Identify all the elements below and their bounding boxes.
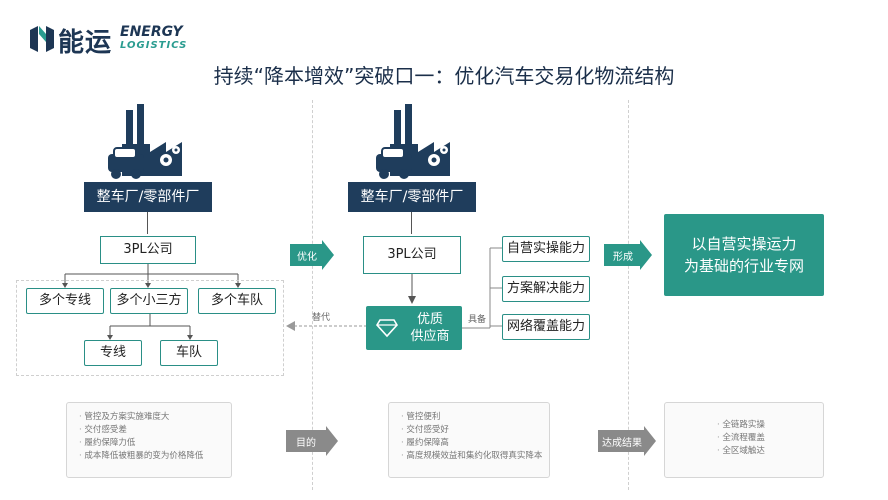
capability-item: 方案解决能力 bbox=[502, 276, 590, 302]
summary-item: 全链路实操 bbox=[717, 419, 823, 432]
connector-line bbox=[147, 212, 148, 234]
factory-icon bbox=[108, 104, 182, 179]
tier1-item: 多个车队 bbox=[198, 288, 276, 314]
logo-text-en: ENERGY LOGISTICS bbox=[120, 24, 188, 52]
summary-item: 交付感受好 bbox=[401, 424, 549, 437]
summary-item: 成本降低被粗暴的变为价格降低 bbox=[79, 450, 231, 463]
right-summary: 全链路实操 全流程覆盖 全区域触达 bbox=[664, 402, 824, 478]
mid-summary: 管控便利 交付感受好 履约保障高 高度规模效益和集约化取得真实降本 bbox=[388, 402, 550, 478]
tier1-item: 多个专线 bbox=[26, 288, 104, 314]
summary-item: 全区域触达 bbox=[717, 445, 823, 458]
result-arrow: 达成结果 bbox=[598, 426, 656, 456]
summary-item: 高度规模效益和集约化取得真实降本 bbox=[401, 450, 549, 463]
summary-item: 全流程覆盖 bbox=[717, 432, 823, 445]
logo-icon bbox=[30, 26, 54, 52]
logo-en-line2: LOGISTICS bbox=[120, 40, 188, 51]
mid-factory-label: 整车厂/零部件厂 bbox=[348, 182, 476, 212]
capability-item: 自营实操能力 bbox=[502, 236, 590, 262]
down-arrow bbox=[408, 274, 416, 304]
tier1-item: 多个小三方 bbox=[110, 288, 188, 314]
goal-arrow: 目的 bbox=[286, 426, 338, 456]
summary-item: 履约保障力低 bbox=[79, 437, 231, 450]
page-title: 持续“降本增效”突破口一：优化汽车交易化物流结构 bbox=[213, 64, 675, 88]
tier2-connectors bbox=[107, 314, 193, 340]
logo-text-cn: 能运 bbox=[58, 28, 113, 58]
form-arrow: 形成 bbox=[604, 240, 652, 270]
form-label: 形成 bbox=[613, 252, 633, 263]
has-label: 具备 bbox=[468, 315, 487, 325]
tier2-item: 专线 bbox=[84, 340, 142, 366]
result-line2: 为基础的行业专网 bbox=[683, 257, 804, 275]
replace-arrow bbox=[286, 321, 366, 331]
left-tree-connectors bbox=[62, 264, 241, 288]
tier2-item: 车队 bbox=[160, 340, 218, 366]
summary-item: 管控便利 bbox=[401, 411, 549, 424]
summary-item: 管控及方案实施难度大 bbox=[79, 411, 231, 424]
factory-icon bbox=[376, 104, 450, 179]
result-arrow-label: 达成结果 bbox=[602, 438, 642, 449]
optimize-arrow: 优化 bbox=[290, 240, 334, 270]
diamond-icon bbox=[376, 319, 398, 338]
result-line1: 以自营实操运力 bbox=[691, 235, 797, 253]
summary-item: 履约保障高 bbox=[401, 437, 549, 450]
summary-item: 交付感受差 bbox=[79, 424, 231, 437]
optimize-label: 优化 bbox=[297, 252, 317, 263]
logo-en-line1: ENERGY bbox=[120, 24, 183, 40]
supplier-line2: 供应商 bbox=[410, 329, 450, 344]
replace-label: 替代 bbox=[312, 313, 331, 323]
left-dashed-group bbox=[16, 280, 284, 376]
capability-item: 网络覆盖能力 bbox=[502, 314, 590, 340]
column-divider bbox=[312, 100, 313, 490]
capability-bracket bbox=[462, 247, 504, 329]
supplier-line1: 优质 bbox=[416, 312, 443, 327]
column-divider bbox=[628, 100, 629, 490]
mid-3pl-box: 3PL公司 bbox=[363, 236, 461, 274]
result-box: 以自营实操运力 为基础的行业专网 bbox=[664, 214, 824, 296]
left-3pl-box: 3PL公司 bbox=[100, 236, 196, 264]
connector-line bbox=[411, 212, 412, 234]
quality-supplier-box: 优质 供应商 bbox=[366, 306, 462, 350]
left-factory-label: 整车厂/零部件厂 bbox=[84, 182, 212, 212]
left-summary: 管控及方案实施难度大 交付感受差 履约保障力低 成本降低被粗暴的变为价格降低 bbox=[66, 402, 232, 478]
goal-label: 目的 bbox=[296, 438, 316, 449]
